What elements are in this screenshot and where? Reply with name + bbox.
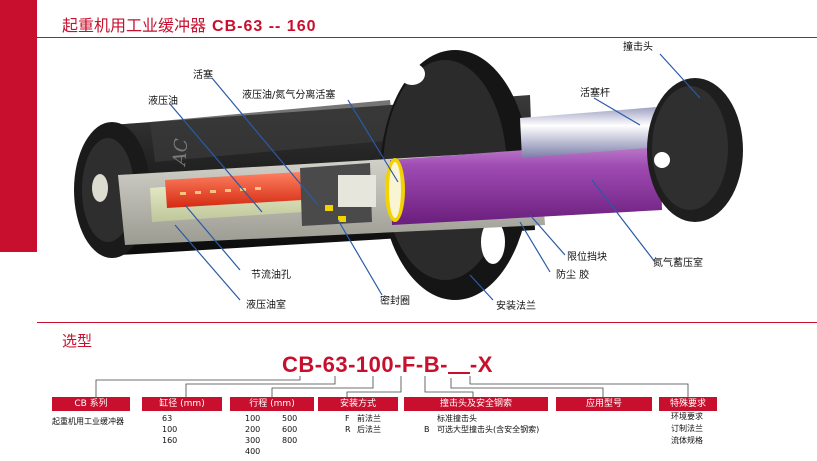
stroke-value: 300 bbox=[245, 436, 261, 445]
header-divider bbox=[37, 37, 817, 38]
model-code-blank bbox=[447, 354, 470, 374]
model-code-base: CB-63-100-F-B- bbox=[282, 352, 448, 377]
stroke-value: 800 bbox=[282, 436, 298, 445]
stroke-header: 行程 (mm) bbox=[230, 397, 314, 411]
stroke-value: 200 bbox=[245, 425, 261, 434]
special-value: 订制法兰 bbox=[671, 424, 703, 433]
ac-marking: AC bbox=[169, 137, 192, 168]
impact-head-option-code: B bbox=[424, 425, 430, 434]
callout-dust-seal: 防尘 胶 bbox=[556, 270, 590, 281]
model-code: CB-63-100-F-B- -X bbox=[282, 352, 493, 378]
bore-value: 100 bbox=[162, 425, 178, 434]
mounting-option-code: F bbox=[345, 414, 350, 423]
page-title: 起重机用工业缓冲器 CB-63 -- 160 bbox=[62, 12, 317, 36]
mounting-option-label: 前法兰 bbox=[357, 414, 381, 423]
callout-leaders bbox=[169, 53, 701, 301]
callout-limit-block: 限位挡块 bbox=[567, 252, 607, 263]
callout-nitrogen-accumulator: 氮气蓄压室 bbox=[653, 258, 703, 269]
callout-seal-ring: 密封圈 bbox=[380, 296, 410, 307]
special-value: 环境要求 bbox=[671, 412, 703, 421]
application-header: 应用型号 bbox=[556, 397, 652, 411]
model-range: CB-63 -- 160 bbox=[212, 18, 317, 35]
stroke-value: 500 bbox=[282, 414, 298, 423]
stroke-value: 600 bbox=[282, 425, 298, 434]
mounting-option-code: R bbox=[345, 425, 351, 434]
nitrogen-chamber bbox=[385, 140, 662, 225]
series-value: 起重机用工业缓冲器 bbox=[52, 417, 124, 426]
callout-impact-head: 撞击头 bbox=[623, 42, 653, 53]
stroke-value: 100 bbox=[245, 414, 261, 423]
impact-head-header: 撞击头及安全钢索 bbox=[404, 397, 548, 411]
mounting-header: 安装方式 bbox=[318, 397, 398, 411]
buffer-cutaway-illustration: AC bbox=[74, 50, 743, 301]
callout-mounting-flange: 安装法兰 bbox=[496, 301, 536, 312]
model-code-suffix: -X bbox=[469, 352, 493, 377]
impact-head bbox=[647, 78, 743, 222]
bore-value: 63 bbox=[162, 414, 173, 423]
callout-throttle-hole: 节流油孔 bbox=[251, 270, 291, 281]
special-value: 流体规格 bbox=[671, 436, 703, 445]
special-header: 特殊要求 bbox=[659, 397, 717, 411]
impact-head-option-label: 可选大型撞击头(含安全钢索) bbox=[437, 425, 540, 434]
selection-heading: 选型 bbox=[62, 332, 93, 350]
mounting-option-label: 后法兰 bbox=[357, 425, 381, 434]
stroke-value: 400 bbox=[245, 447, 261, 456]
series-header: CB 系列 bbox=[52, 397, 130, 411]
bore-value: 160 bbox=[162, 436, 178, 445]
callout-piston-rod: 活塞杆 bbox=[580, 88, 610, 99]
impact-head-option-label: 标准撞击头 bbox=[437, 414, 477, 423]
bore-header: 缸径 (mm) bbox=[142, 397, 222, 411]
product-name: 起重机用工业缓冲器 bbox=[62, 16, 207, 35]
callout-oil-nitrogen-piston: 液压油/氮气分离活塞 bbox=[242, 90, 336, 101]
callout-hydraulic-oil: 液压油 bbox=[148, 96, 178, 107]
callout-piston: 活塞 bbox=[193, 70, 213, 81]
brand-sidebar-bar bbox=[0, 0, 37, 252]
section-divider bbox=[37, 322, 817, 323]
callout-hydraulic-chamber: 液压油室 bbox=[246, 300, 286, 311]
